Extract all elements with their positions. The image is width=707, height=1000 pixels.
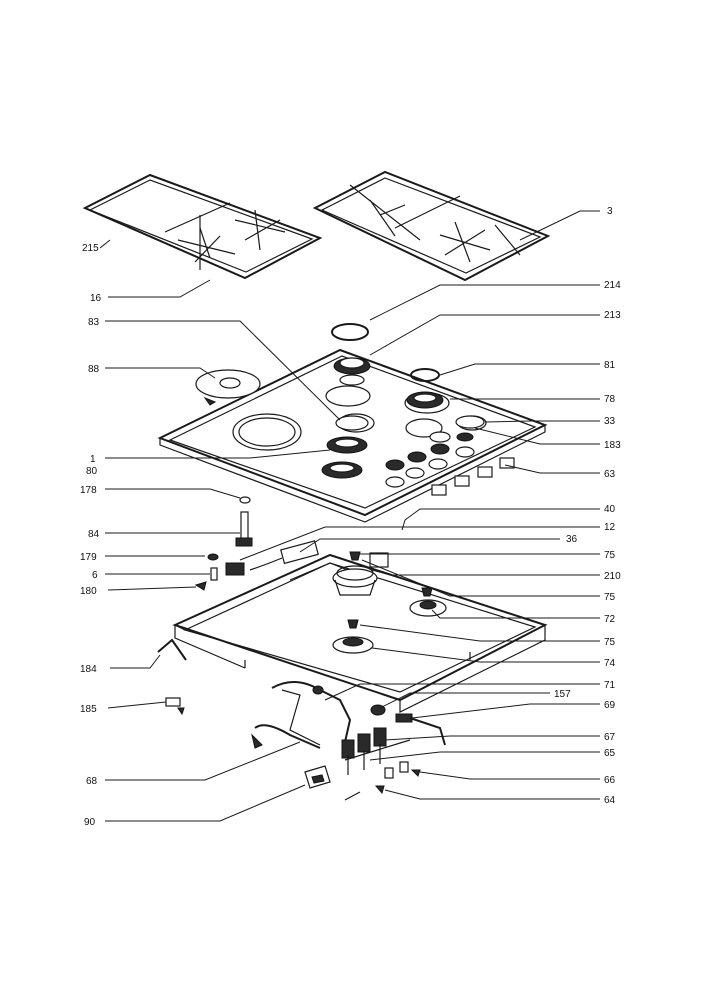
label-213: 213 — [604, 310, 621, 321]
gas-pipe-71 — [271, 681, 352, 746]
label-75-c: 75 — [604, 637, 616, 648]
burner-33 — [455, 415, 485, 442]
label-185: 185 — [80, 704, 97, 715]
label-214: 214 — [604, 280, 621, 291]
label-78: 78 — [604, 394, 616, 405]
knobs-63 — [431, 457, 515, 496]
label-75-b: 75 — [604, 592, 616, 603]
label-71: 71 — [604, 680, 616, 691]
right-pan-support — [312, 170, 551, 282]
label-12: 12 — [604, 522, 616, 533]
label-69: 69 — [604, 700, 616, 711]
part-labels: 215 16 3 214 213 83 88 81 78 33 183 1 80… — [80, 206, 621, 828]
label-33: 33 — [604, 416, 616, 427]
cap-83 — [335, 415, 369, 431]
screw-75a — [349, 551, 361, 561]
hob-top — [157, 348, 548, 523]
label-64: 64 — [604, 795, 616, 806]
fitting-185 — [165, 697, 185, 716]
burner-left-small — [321, 436, 368, 479]
burner-213 — [333, 357, 371, 386]
label-63: 63 — [604, 469, 616, 480]
clip-179 — [207, 553, 219, 561]
label-215: 215 — [82, 243, 99, 254]
leader-lines — [99, 210, 600, 822]
pipe-184 — [157, 638, 187, 661]
knob-rings-183 — [385, 431, 451, 471]
label-3: 3 — [607, 206, 613, 217]
label-75-a: 75 — [604, 550, 616, 561]
label-178: 178 — [80, 485, 97, 496]
label-184: 184 — [80, 664, 97, 675]
label-90: 90 — [84, 817, 96, 828]
label-65: 65 — [604, 748, 616, 759]
label-6: 6 — [92, 570, 98, 581]
screws-64 — [344, 785, 385, 801]
label-81: 81 — [604, 360, 616, 371]
label-40: 40 — [604, 504, 616, 515]
screw-75b — [421, 587, 433, 597]
label-84: 84 — [88, 529, 100, 540]
burner-cup-210 — [332, 552, 389, 596]
label-183: 183 — [604, 440, 621, 451]
label-80: 80 — [86, 466, 98, 477]
label-68: 68 — [86, 776, 98, 787]
clips-66 — [384, 761, 421, 779]
switch-90 — [304, 765, 331, 789]
label-83: 83 — [88, 317, 100, 328]
screw-75c — [347, 619, 359, 629]
burner-78 — [406, 391, 444, 409]
injector-69 — [395, 713, 446, 746]
label-179: 179 — [80, 552, 97, 563]
electrode-84 — [235, 511, 253, 547]
label-210: 210 — [604, 571, 621, 582]
pipe-68 — [251, 724, 321, 749]
washer-178 — [239, 496, 251, 504]
label-66: 66 — [604, 775, 616, 786]
thermocouple-65 — [344, 739, 411, 761]
burner-cup-72 — [409, 599, 447, 617]
valves-67 — [341, 727, 387, 775]
label-157: 157 — [554, 689, 571, 700]
label-16: 16 — [90, 293, 102, 304]
label-67: 67 — [604, 732, 616, 743]
label-1: 1 — [90, 454, 96, 465]
burner-cup-74 — [332, 636, 374, 654]
igniter-6 — [210, 562, 245, 581]
label-74: 74 — [604, 658, 616, 669]
clip-180 — [194, 581, 207, 591]
label-36: 36 — [566, 534, 578, 545]
lower-frame — [172, 553, 548, 713]
burner-88 — [195, 369, 261, 406]
ring-214 — [331, 323, 369, 341]
label-180: 180 — [80, 586, 97, 597]
ring-81 — [410, 368, 440, 382]
label-88: 88 — [88, 364, 100, 375]
label-72: 72 — [604, 614, 616, 625]
left-pan-support — [82, 173, 323, 280]
